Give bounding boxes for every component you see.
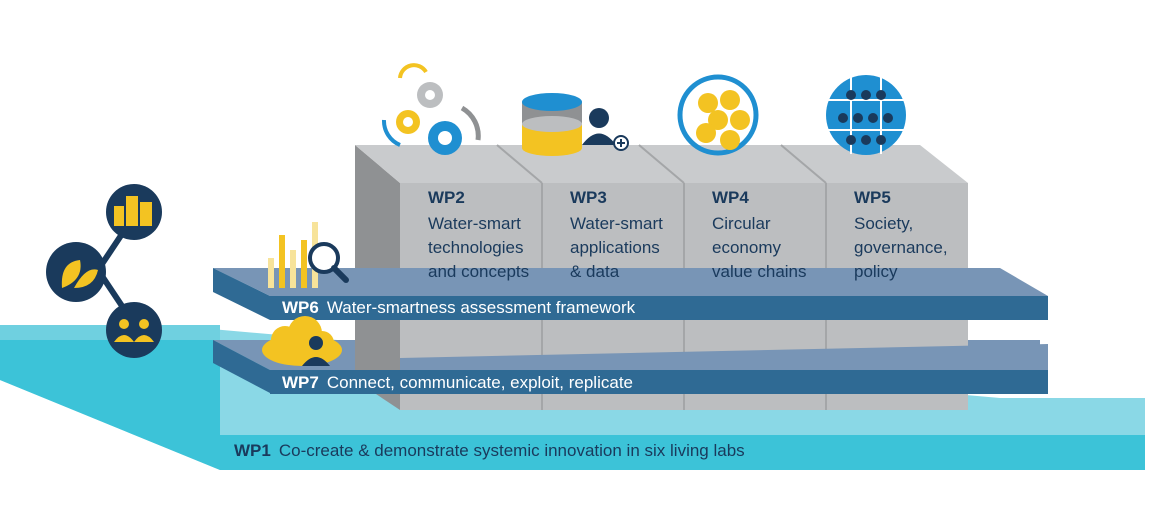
wp3-text: Water-smart applications & data	[570, 214, 663, 281]
wp4-text: Circular economy value chains	[712, 214, 807, 281]
leaves-icon	[46, 242, 106, 302]
wp1-id: WP1	[234, 441, 271, 460]
wp5-block: WP5 Society, governance, policy	[854, 188, 948, 284]
wp6-label: WP6 Water-smartness assessment framework	[282, 298, 635, 318]
wp7-text: Connect, communicate, exploit, replicate	[326, 373, 633, 392]
cloud-user-icon	[262, 316, 342, 366]
wp5-id: WP5	[854, 188, 891, 207]
wp4-id: WP4	[712, 188, 749, 207]
wp2-block: WP2 Water-smart technologies and concept…	[428, 188, 529, 284]
people-group-icon	[106, 302, 162, 358]
gears-lightbulb-icon	[382, 63, 481, 155]
buildings-icon	[106, 184, 162, 240]
globe-people-icon	[826, 75, 906, 155]
wp7-bar-front	[270, 344, 1048, 394]
wp3-block: WP3 Water-smart applications & data	[570, 188, 663, 284]
database-user-icon	[522, 93, 629, 156]
wp1-text: Co-create & demonstrate systemic innovat…	[278, 441, 745, 460]
euro-coins-icon	[677, 74, 759, 156]
wp5-text: Society, governance, policy	[854, 214, 948, 281]
wp4-block: WP4 Circular economy value chains	[712, 188, 807, 284]
wp1-label: WP1 Co-create & demonstrate systemic inno…	[234, 441, 745, 461]
wp2-id: WP2	[428, 188, 465, 207]
wp6-text: Water-smartness assessment framework	[326, 298, 636, 317]
wp3-id: WP3	[570, 188, 607, 207]
wp6-bar	[213, 268, 1048, 320]
wp7-label: WP7 Connect, communicate, exploit, replic…	[282, 373, 633, 393]
bar-chart-magnifier-icon	[268, 222, 349, 288]
wp7-id: WP7	[282, 373, 319, 392]
wp2-text: Water-smart technologies and concepts	[428, 214, 530, 281]
wp6-id: WP6	[282, 298, 319, 317]
